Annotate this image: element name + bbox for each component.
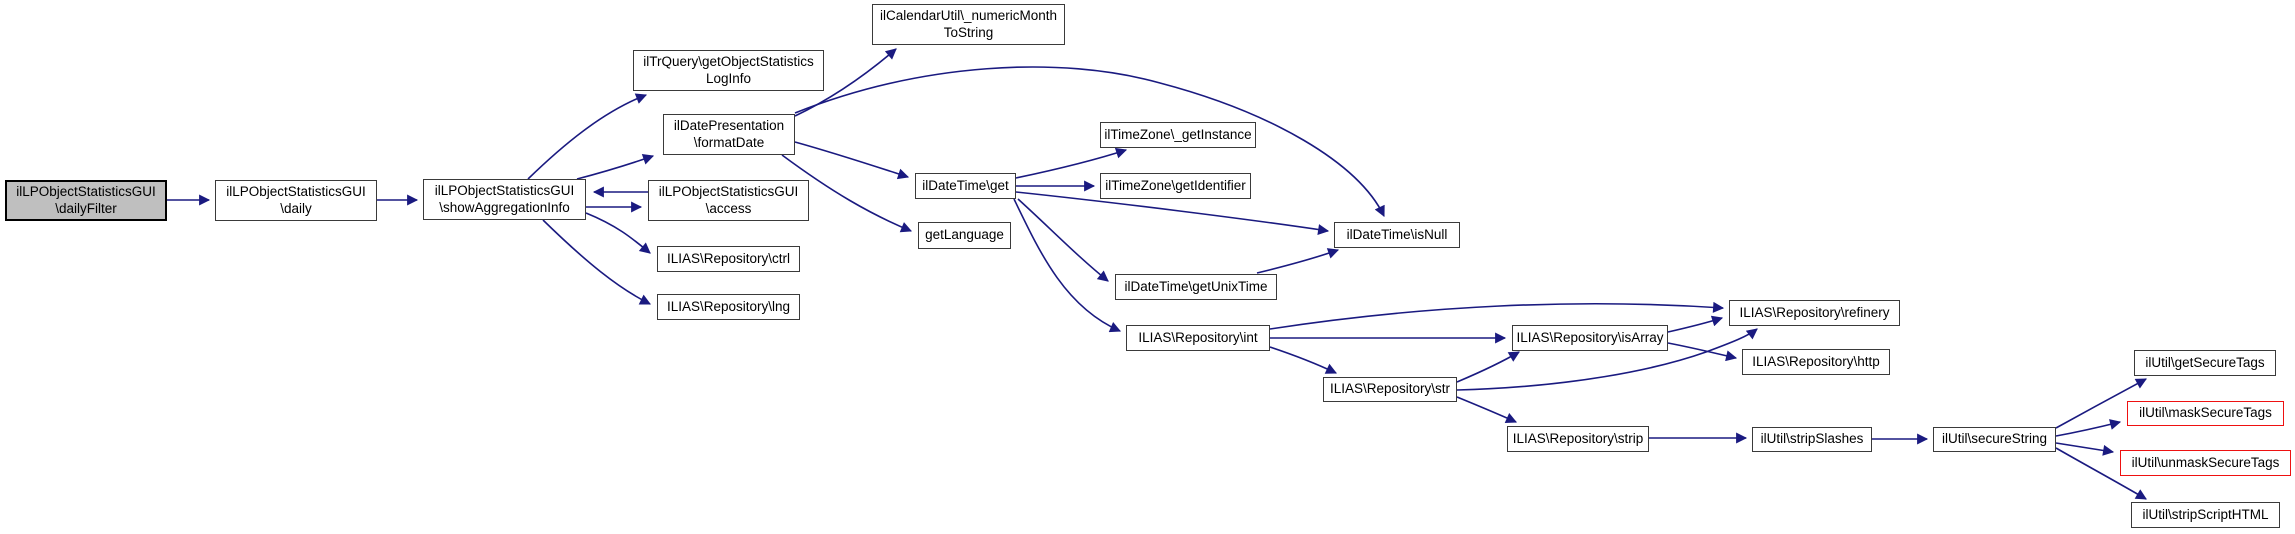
node-daily-filter: ilLPObjectStatisticsGUI \dailyFilter <box>5 180 167 221</box>
edge-str-refinery <box>1456 328 1758 391</box>
edge-formatDate-isNull <box>794 66 1385 217</box>
node-daily[interactable]: ilLPObjectStatisticsGUI \daily <box>215 180 377 221</box>
edge-get-getInstance <box>1015 147 1128 179</box>
edge-showAggregationInfo-formatDate <box>576 154 655 180</box>
node-repository-refinery[interactable]: ILIAS\Repository\refinery <box>1729 300 1900 326</box>
node-strip-slashes[interactable]: ilUtil\stripSlashes <box>1752 427 1872 452</box>
edge-secureString-unmaskSecureTags <box>2055 442 2115 456</box>
node-datetime-is-null[interactable]: ilDateTime\isNull <box>1334 222 1460 248</box>
node-get-language[interactable]: getLanguage <box>918 222 1011 249</box>
edge-int-refinery <box>1269 301 1725 330</box>
node-timezone-get-instance[interactable]: ilTimeZone\_getInstance <box>1100 122 1256 148</box>
edge-showAggregationInfo-lng <box>542 219 651 305</box>
node-get-secure-tags[interactable]: ilUtil\getSecureTags <box>2134 350 2276 376</box>
node-repository-str[interactable]: ILIAS\Repository\str <box>1323 377 1457 402</box>
node-strip-script-html[interactable]: ilUtil\stripScriptHTML <box>2131 502 2280 528</box>
edge-secureString-maskSecureTags <box>2055 419 2122 437</box>
edge-formatDate-numericMonthToString <box>794 48 897 117</box>
node-repository-is-array[interactable]: ILIAS\Repository\isArray <box>1512 325 1668 351</box>
edge-str-strip <box>1456 396 1518 424</box>
edge-secureString-stripScriptHTML <box>2055 447 2147 500</box>
edge-formatDate-get <box>794 141 910 180</box>
edge-get-isNull <box>1015 191 1330 235</box>
node-access[interactable]: ilLPObjectStatisticsGUI \access <box>648 180 809 221</box>
node-repository-ctrl[interactable]: ILIAS\Repository\ctrl <box>657 246 800 272</box>
edge-get-getUnixTime <box>1017 198 1109 282</box>
node-datetime-get[interactable]: ilDateTime\get <box>915 173 1016 199</box>
node-repository-lng[interactable]: ILIAS\Repository\lng <box>657 294 800 320</box>
node-mask-secure-tags[interactable]: ilUtil\maskSecureTags <box>2127 401 2284 426</box>
node-repository-int[interactable]: ILIAS\Repository\int <box>1126 325 1270 351</box>
edge-getUnixTime-isNull <box>1256 248 1340 274</box>
node-get-object-statistics-log-info[interactable]: ilTrQuery\getObjectStatistics LogInfo <box>633 50 824 91</box>
edge-showAggregationInfo-ctrl <box>585 212 651 254</box>
node-show-aggregation-info[interactable]: ilLPObjectStatisticsGUI \showAggregation… <box>423 179 586 220</box>
node-format-date[interactable]: ilDatePresentation \formatDate <box>663 114 795 155</box>
node-numeric-month-to-string[interactable]: ilCalendarUtil\_numericMonth ToString <box>872 4 1065 45</box>
edge-isArray-refinery <box>1667 315 1724 333</box>
edge-formatDate-getLanguage <box>781 154 913 233</box>
edge-secureString-getSecureTags <box>2055 378 2147 429</box>
node-get-unix-time[interactable]: ilDateTime\getUnixTime <box>1115 274 1277 300</box>
edge-str-isArray <box>1456 351 1520 383</box>
edge-showAggregationInfo-getObjectStatisticsLogInfo <box>527 93 648 180</box>
node-repository-strip[interactable]: ILIAS\Repository\strip <box>1507 426 1649 452</box>
node-unmask-secure-tags[interactable]: ilUtil\unmaskSecureTags <box>2120 450 2291 476</box>
edge-get-int <box>1013 198 1122 333</box>
node-repository-http[interactable]: ILIAS\Repository\http <box>1742 349 1890 375</box>
edge-int-str <box>1269 346 1337 374</box>
node-timezone-get-identifier[interactable]: ilTimeZone\getIdentifier <box>1100 173 1251 199</box>
node-secure-string[interactable]: ilUtil\secureString <box>1933 427 2056 452</box>
edge-isArray-http <box>1667 342 1738 362</box>
